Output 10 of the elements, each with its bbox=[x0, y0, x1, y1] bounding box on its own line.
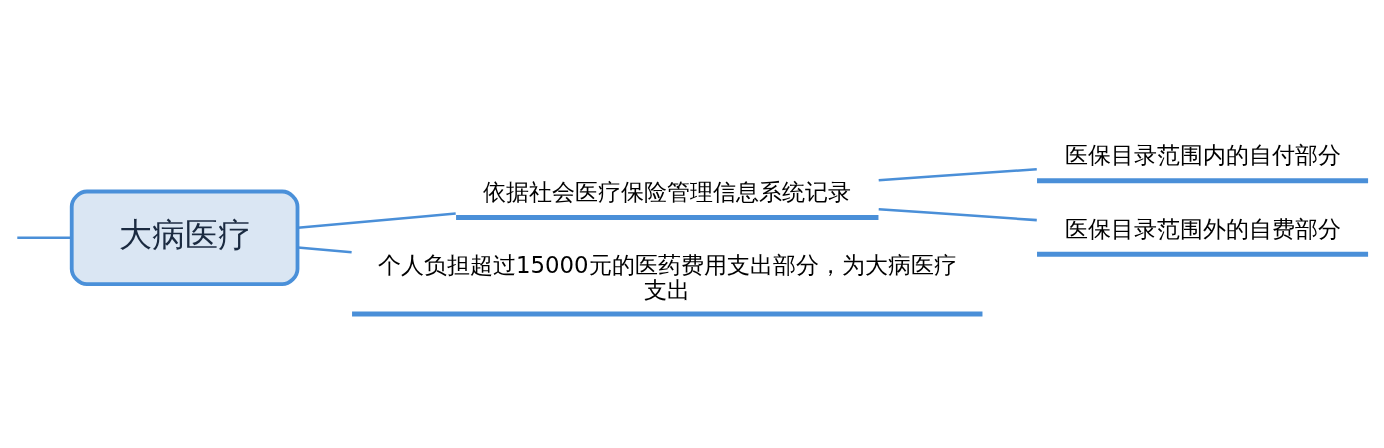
node-text: 医保目录范围内的自付部分 bbox=[1064, 141, 1341, 168]
connector bbox=[878, 167, 1037, 181]
node-text: 个人负担超过15000元的医药费用支出部分，为大病医疗支出 bbox=[377, 251, 957, 303]
node-box: 大病医疗 bbox=[69, 189, 300, 286]
connector bbox=[878, 207, 1037, 221]
connector bbox=[297, 211, 456, 229]
node-text: 医保目录范围外的自费部分 bbox=[1064, 215, 1341, 242]
connector bbox=[17, 236, 72, 239]
connector bbox=[297, 245, 352, 254]
node-text: 依据社会医疗保险管理信息系统记录 bbox=[483, 178, 852, 205]
